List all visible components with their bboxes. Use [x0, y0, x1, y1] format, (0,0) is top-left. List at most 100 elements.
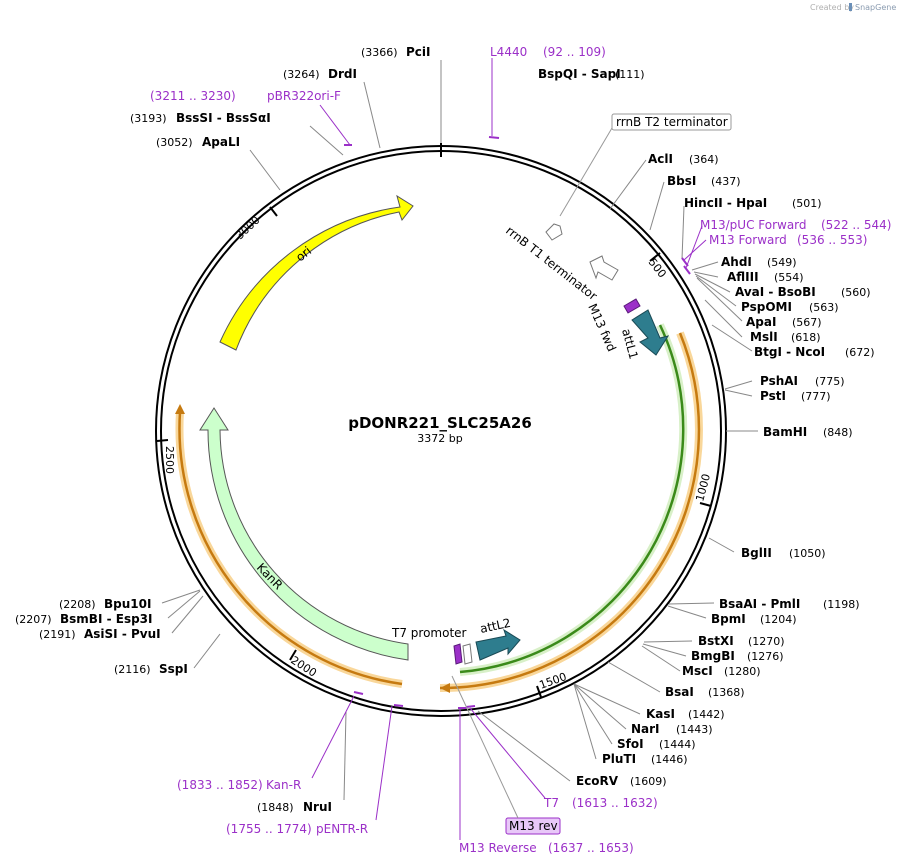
enzyme-bpu10i-pos: (2208) — [59, 598, 96, 611]
primer-pentr-r[interactable]: pENTR-R — [316, 822, 368, 836]
enzyme-kasi[interactable]: KasI — [646, 707, 675, 721]
enzyme-apali[interactable]: ApaLI — [202, 135, 240, 149]
enzyme-bmgbi-pos: (1276) — [747, 650, 784, 663]
enzyme-bpmi[interactable]: BpmI — [711, 612, 746, 626]
primer-pbr322ori-f[interactable]: pBR322ori-F — [267, 89, 341, 103]
enzyme-sspi[interactable]: SspI — [159, 662, 188, 676]
primer-m13-forward[interactable]: M13 Forward — [709, 233, 787, 247]
enzyme-btgi-ncoi[interactable]: BtgI - NcoI — [754, 345, 825, 359]
primer-l4440-range: (92 .. 109) — [543, 45, 606, 59]
enzyme-pspomi-pos: (563) — [809, 301, 839, 314]
enzyme-bstxi[interactable]: BstXI — [698, 634, 734, 648]
kanr-feature[interactable] — [199, 407, 409, 661]
enzyme-bsmbi-pos: (2207) — [15, 613, 52, 626]
credit-created-by: Created by — [810, 3, 854, 12]
ori-feature[interactable] — [219, 194, 414, 351]
enzyme-bpmi-pos: (1204) — [760, 613, 797, 626]
enzyme-pshai[interactable]: PshAI — [760, 374, 798, 388]
primer-kan-r-range: (1833 .. 1852) — [177, 778, 263, 792]
t7-promoter-label: T7 promoter — [391, 626, 467, 640]
enzyme-pspomi[interactable]: PspOMI — [741, 300, 792, 314]
enzyme-msci-pos: (1280) — [724, 665, 761, 678]
track-right-arrowhead — [440, 683, 450, 693]
enzyme-afliii[interactable]: AflIII — [727, 270, 759, 284]
primer-pentr-r-range: (1755 .. 1774) — [226, 822, 312, 836]
enzyme-pcii[interactable]: PciI — [406, 45, 431, 59]
enzyme-bglii-pos: (1050) — [789, 547, 826, 560]
t7-promoter-feature[interactable] — [462, 643, 473, 665]
enzyme-bglii[interactable]: BglII — [741, 546, 772, 560]
rrnb-t2-feature[interactable] — [545, 223, 563, 241]
leader-lines-right — [477, 159, 758, 782]
enzyme-avai-bsobi[interactable]: AvaI - BsoBI — [735, 285, 816, 299]
enzyme-bsai[interactable]: BsaI — [665, 685, 694, 699]
enzyme-acli-pos: (364) — [689, 153, 719, 166]
enzyme-drdi[interactable]: DrdI — [328, 67, 357, 81]
enzyme-bbsi-pos: (437) — [711, 175, 741, 188]
attl2-feature[interactable] — [475, 628, 521, 661]
m13fwd-label: M13 fwd — [585, 302, 618, 354]
enzyme-asisi-pos: (2191) — [39, 628, 76, 641]
enzyme-sfoi-pos: (1444) — [659, 738, 696, 751]
enzyme-bsssi[interactable]: BssSI - BssSαI — [176, 111, 271, 125]
enzyme-asisi[interactable]: AsiSI - PvuI — [84, 627, 161, 641]
position-ticks — [156, 206, 712, 698]
primer-m13puc-forward[interactable]: M13/pUC Forward — [700, 218, 807, 232]
enzyme-ecorv-pos: (1609) — [630, 775, 667, 788]
attl1-feature[interactable] — [631, 309, 670, 356]
tick-label-500: 500 — [646, 256, 669, 281]
enzyme-bspqi-sapi[interactable]: BspQI - SapI — [538, 67, 621, 81]
attl2-label: attL2 — [479, 616, 512, 636]
primer-kan-r[interactable]: Kan-R — [266, 778, 301, 792]
enzyme-nari-pos: (1443) — [676, 723, 713, 736]
primer-pbr322ori-f-range: (3211 .. 3230) — [150, 89, 236, 103]
enzyme-sfoi[interactable]: SfoI — [617, 737, 644, 751]
enzyme-msli-pos: (618) — [791, 331, 821, 344]
primer-m13-reverse-range: (1637 .. 1653) — [548, 841, 634, 855]
primer-m13puc-forward-range: (522 .. 544) — [821, 218, 891, 232]
enzyme-ecorv[interactable]: EcoRV — [576, 774, 619, 788]
m13fwd-feature[interactable] — [623, 298, 641, 314]
enzyme-bsmbi[interactable]: BsmBI - Esp3I — [60, 612, 152, 626]
enzyme-apai[interactable]: ApaI — [746, 315, 776, 329]
enzyme-bspqi-sapi-pos: (111) — [615, 68, 645, 81]
enzyme-bbsi[interactable]: BbsI — [667, 174, 696, 188]
enzyme-acli[interactable]: AclI — [648, 152, 673, 166]
enzyme-bsaai-pmli[interactable]: BsaAI - PmlI — [719, 597, 800, 611]
m13rev-label[interactable]: M13 rev — [509, 819, 558, 833]
enzyme-drdi-pos: (3264) — [283, 68, 320, 81]
enzyme-bsssi-pos: (3193) — [130, 112, 167, 125]
enzyme-msci[interactable]: MscI — [682, 664, 713, 678]
enzyme-psti-pos: (777) — [801, 390, 831, 403]
track-left-orange — [178, 411, 403, 686]
primer-leaders — [311, 58, 707, 840]
primer-l4440[interactable]: L4440 — [490, 45, 527, 59]
enzyme-btgi-ncoi-pos: (672) — [845, 346, 875, 359]
credit-brand[interactable]: SnapGene — [855, 3, 896, 12]
rrnb-t1-feature[interactable] — [589, 255, 619, 281]
enzyme-bpu10i[interactable]: Bpu10I — [104, 597, 151, 611]
primer-m13-reverse[interactable]: M13 Reverse — [459, 841, 537, 855]
enzyme-bmgbi[interactable]: BmgBI — [691, 649, 735, 663]
enzyme-nrui[interactable]: NruI — [303, 800, 332, 814]
enzyme-bsaai-pmli-pos: (1198) — [823, 598, 860, 611]
enzyme-hincii-hpai-pos: (501) — [792, 197, 822, 210]
primer-t7[interactable]: T7 — [543, 796, 559, 810]
enzyme-pluti[interactable]: PluTI — [602, 752, 636, 766]
rrnb-t2-label: rrnB T2 terminator — [616, 115, 728, 129]
enzyme-msli[interactable]: MslI — [750, 330, 778, 344]
enzyme-psti[interactable]: PstI — [760, 389, 786, 403]
enzyme-hincii-hpai[interactable]: HincII - HpaI — [684, 196, 767, 210]
enzyme-nari[interactable]: NarI — [631, 722, 660, 736]
enzyme-nrui-pos: (1848) — [257, 801, 294, 814]
enzyme-pluti-pos: (1446) — [651, 753, 688, 766]
snapgene-logo-icon — [849, 3, 852, 11]
plasmid-name: pDONR221_SLC25A26 — [348, 414, 532, 432]
primer-t7-range: (1613 .. 1632) — [572, 796, 658, 810]
enzyme-kasi-pos: (1442) — [688, 708, 725, 721]
attl1-label: attL1 — [619, 327, 641, 361]
enzyme-ahdi[interactable]: AhdI — [721, 255, 752, 269]
t7-feature[interactable] — [453, 643, 463, 665]
enzyme-bamhi[interactable]: BamHI — [763, 425, 807, 439]
primer-m13-forward-range: (536 .. 553) — [797, 233, 867, 247]
